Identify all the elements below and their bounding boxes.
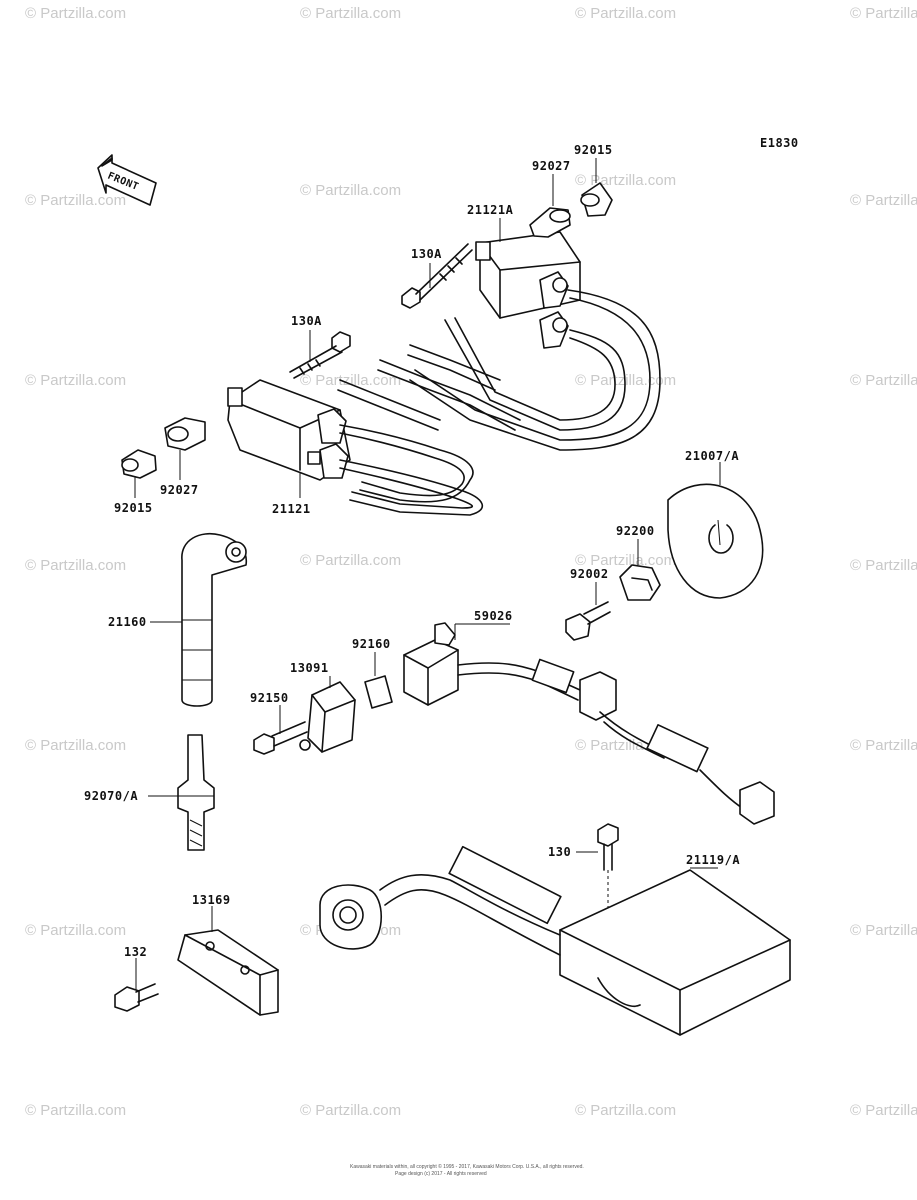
collar-92015-left[interactable]	[121, 449, 157, 479]
nut-92200[interactable]	[619, 564, 661, 601]
label-21160: 21160	[108, 615, 147, 629]
watermark: © Partzilla.com	[25, 737, 126, 754]
label-21121a: 21121A	[467, 203, 514, 217]
label-132: 132	[124, 945, 147, 959]
watermark: © Partzilla.com	[850, 192, 917, 209]
watermark: © Partzilla.com	[300, 552, 401, 569]
label-21119a: 21119/A	[686, 853, 740, 867]
plate-92160[interactable]	[364, 675, 393, 709]
label-92160: 92160	[352, 637, 391, 651]
diagram-code: E1830	[760, 136, 799, 150]
bolt-92002[interactable]	[565, 601, 611, 641]
copyright-footer: Kawasaki materials within, all copyright…	[350, 1163, 584, 1177]
bushing-92027-top[interactable]	[529, 207, 571, 238]
watermark: © Partzilla.com	[25, 922, 126, 939]
pickup-coil-59026[interactable]	[403, 622, 775, 825]
label-92070a: 92070/A	[84, 789, 138, 803]
watermark: © Partzilla.com	[850, 1102, 917, 1119]
part-labels: 92015 92027 21121A 130A 130A 92015 92027…	[84, 143, 740, 959]
bolt-92150[interactable]	[253, 721, 308, 755]
watermark: © Partzilla.com	[850, 737, 917, 754]
label-21007a: 21007/A	[685, 449, 739, 463]
label-59026: 59026	[474, 609, 513, 623]
watermark: © Partzilla.com	[850, 922, 917, 939]
watermark: © Partzilla.com	[575, 1102, 676, 1119]
igniter-unit-21119a[interactable]	[319, 845, 791, 1036]
watermark: © Partzilla.com	[300, 5, 401, 22]
spark-plug-leads-lower	[337, 379, 484, 516]
watermark: © Partzilla.com	[850, 372, 917, 389]
copyright-line-2: Page design (c) 2017 - All rights reserv…	[395, 1171, 487, 1177]
bolt-130a-upper[interactable]	[401, 243, 473, 309]
copyright-line-1: Kawasaki materials within, all copyright…	[350, 1163, 584, 1170]
bolt-130[interactable]	[597, 823, 619, 985]
bolt-132[interactable]	[114, 983, 159, 1012]
spark-plug-leads-upper	[377, 289, 661, 451]
watermark: © Partzilla.com	[25, 192, 126, 209]
label-13169: 13169	[192, 893, 231, 907]
timing-rotor-21007a[interactable]	[667, 483, 764, 599]
label-130a-top: 130A	[411, 247, 442, 261]
ignition-coil-21121a[interactable]	[475, 231, 581, 349]
label-13091: 13091	[290, 661, 329, 675]
watermark: © Partzilla.com	[25, 372, 126, 389]
collar-92015-top[interactable]	[580, 182, 613, 217]
ignition-coil-21121[interactable]	[227, 379, 351, 481]
label-92027-top: 92027	[532, 159, 571, 173]
plug-cap-21160[interactable]	[181, 533, 248, 707]
watermark: © Partzilla.com	[300, 372, 401, 389]
label-92015-top: 92015	[574, 143, 613, 157]
label-92015-left: 92015	[114, 501, 153, 515]
spark-plug-92070a[interactable]	[177, 734, 215, 851]
watermark: © Partzilla.com	[850, 557, 917, 574]
watermark: © Partzilla.com	[850, 5, 917, 22]
label-130a-left: 130A	[291, 314, 322, 328]
label-92150: 92150	[250, 691, 289, 705]
label-92200: 92200	[616, 524, 655, 538]
bracket-13169[interactable]	[177, 929, 279, 1016]
watermark: © Partzilla.com	[575, 552, 676, 569]
bracket-13091[interactable]	[299, 681, 356, 753]
leader-lines	[134, 158, 721, 990]
watermark: © Partzilla.com	[25, 557, 126, 574]
watermark: © Partzilla.com	[575, 172, 676, 189]
watermark: © Partzilla.com	[300, 182, 401, 199]
label-92027-left: 92027	[160, 483, 199, 497]
label-130: 130	[548, 845, 571, 859]
watermark: © Partzilla.com	[25, 5, 126, 22]
bushing-92027-left[interactable]	[164, 417, 206, 451]
label-92002: 92002	[570, 567, 609, 581]
watermark: © Partzilla.com	[300, 1102, 401, 1119]
label-21121: 21121	[272, 502, 311, 516]
front-arrow-icon: FRONT	[97, 154, 157, 206]
bolt-130a-left[interactable]	[289, 331, 351, 379]
watermark: © Partzilla.com	[575, 5, 676, 22]
watermark: © Partzilla.com	[25, 1102, 126, 1119]
